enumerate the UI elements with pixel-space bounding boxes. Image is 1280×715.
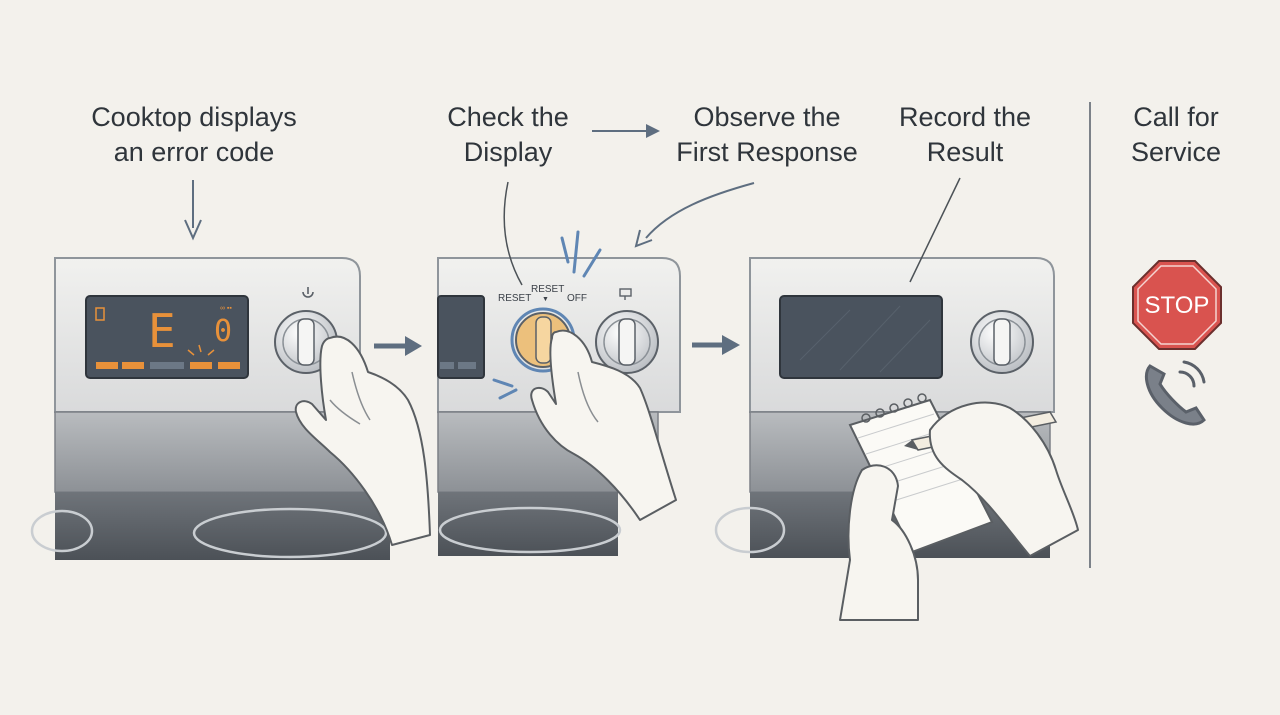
- phone-icon: [1145, 360, 1206, 426]
- svg-text:∞ ▪▪: ∞ ▪▪: [220, 305, 232, 312]
- knob-label-off: OFF: [567, 293, 587, 304]
- knob-label-reset-left: RESET: [498, 293, 531, 304]
- step-1-caption: Cooktop displays an error code: [72, 100, 316, 170]
- panel-2-cooktop: RESET RESET ▼ OFF: [437, 230, 681, 556]
- step-3-line-2: First Response: [676, 137, 858, 167]
- display-bars: [96, 362, 240, 369]
- pointer-line-record: [909, 177, 961, 283]
- error-code-digit: 0: [214, 314, 233, 349]
- control-knob-3[interactable]: [970, 310, 1034, 374]
- panel-1-cooktop: ∞ ▪▪: [30, 257, 431, 560]
- step-4-line-2: Result: [926, 137, 1004, 167]
- panel-3-cooktop: [714, 257, 1079, 621]
- knob-label-reset-top: RESET: [531, 284, 564, 295]
- right-arrow-icon: [692, 335, 740, 355]
- hand-1: [294, 335, 431, 546]
- stop-text: STOP: [1145, 292, 1210, 319]
- step-3-caption: Observe the First Response: [662, 100, 872, 170]
- error-code-letter: E: [148, 304, 176, 358]
- svg-text:▼: ▼: [542, 296, 549, 303]
- right-arrow-icon: [374, 336, 422, 356]
- step-2-line-2: Display: [463, 137, 553, 167]
- step-1-line-2: an error code: [113, 137, 275, 167]
- pointer-line-check: [503, 181, 523, 286]
- display-icon: [619, 288, 632, 300]
- knob-motion-rays: [492, 230, 602, 400]
- step-1-line-1: Cooktop displays: [91, 102, 297, 132]
- step-4-line-1: Record the: [898, 102, 1032, 132]
- stop-sign-icon: STOP: [1132, 260, 1222, 350]
- power-icon: [302, 287, 314, 298]
- down-arrow-icon: [184, 180, 202, 241]
- step-5-line-2: Service: [1130, 137, 1222, 167]
- hand-3-right: [928, 401, 1079, 557]
- step-4-caption: Record the Result: [880, 100, 1050, 170]
- error-display: [85, 295, 249, 379]
- blank-display: [779, 295, 943, 379]
- step-2-caption: Check the Display: [428, 100, 588, 170]
- step-2-line-1: Check the: [447, 102, 569, 132]
- right-arrow-icon: [592, 124, 660, 138]
- blink-rays: [187, 344, 215, 356]
- step-3-line-1: Observe the: [693, 102, 841, 132]
- hand-2: [530, 329, 677, 521]
- hand-3-left: [839, 464, 919, 621]
- step-5-line-1: Call for: [1133, 102, 1219, 132]
- curved-arrow-observe: [634, 182, 755, 248]
- control-knob-2[interactable]: [595, 310, 659, 374]
- step-5-caption: Call for Service: [1110, 100, 1242, 170]
